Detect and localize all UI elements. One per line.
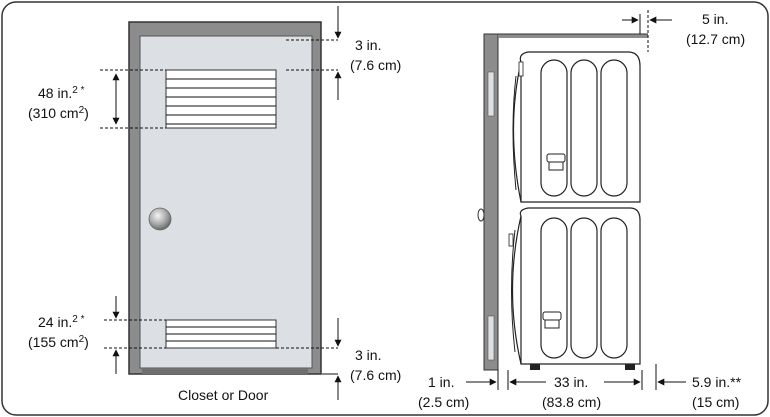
door-base: [142, 368, 308, 374]
lower-vent-area-label: 24 in.2 *: [38, 314, 85, 330]
depth-in-label: 33 in.: [554, 374, 588, 390]
closet-door: [128, 21, 322, 375]
upper-vent-area-label: 48 in.2 *: [38, 85, 85, 101]
lower-vent-louvers: [165, 319, 277, 349]
upper-vent-area-cm-label: (310 cm2): [28, 105, 89, 121]
rear-gap-in-label: 5.9 in.**: [692, 374, 742, 390]
washer-unit: [508, 207, 641, 370]
lower-vent-area-cm-label: (155 cm2): [28, 334, 89, 350]
depth-cm-label: (83.8 cm): [542, 394, 601, 410]
side-gap-cm-label: (2.5 cm): [418, 394, 469, 410]
top-clearance-in-label: 3 in.: [355, 37, 381, 53]
bottom-clearance-cm-label: (7.6 cm): [350, 367, 401, 383]
side-gap-in-label: 1 in.: [428, 374, 454, 390]
dryer-unit: [512, 51, 641, 203]
closet-caption: Closet or Door: [178, 387, 269, 403]
top-gap-in-label: 5 in.: [702, 11, 728, 27]
upper-vent-louvers: [165, 69, 277, 129]
rear-gap-cm-label: (15 cm): [692, 394, 739, 410]
bottom-clearance-in-label: 3 in.: [355, 347, 381, 363]
door-knob: [148, 207, 172, 231]
top-clearance-cm-label: (7.6 cm): [350, 57, 401, 73]
closet-side-view: [477, 33, 648, 371]
top-gap-cm-label: (12.7 cm): [686, 31, 745, 47]
